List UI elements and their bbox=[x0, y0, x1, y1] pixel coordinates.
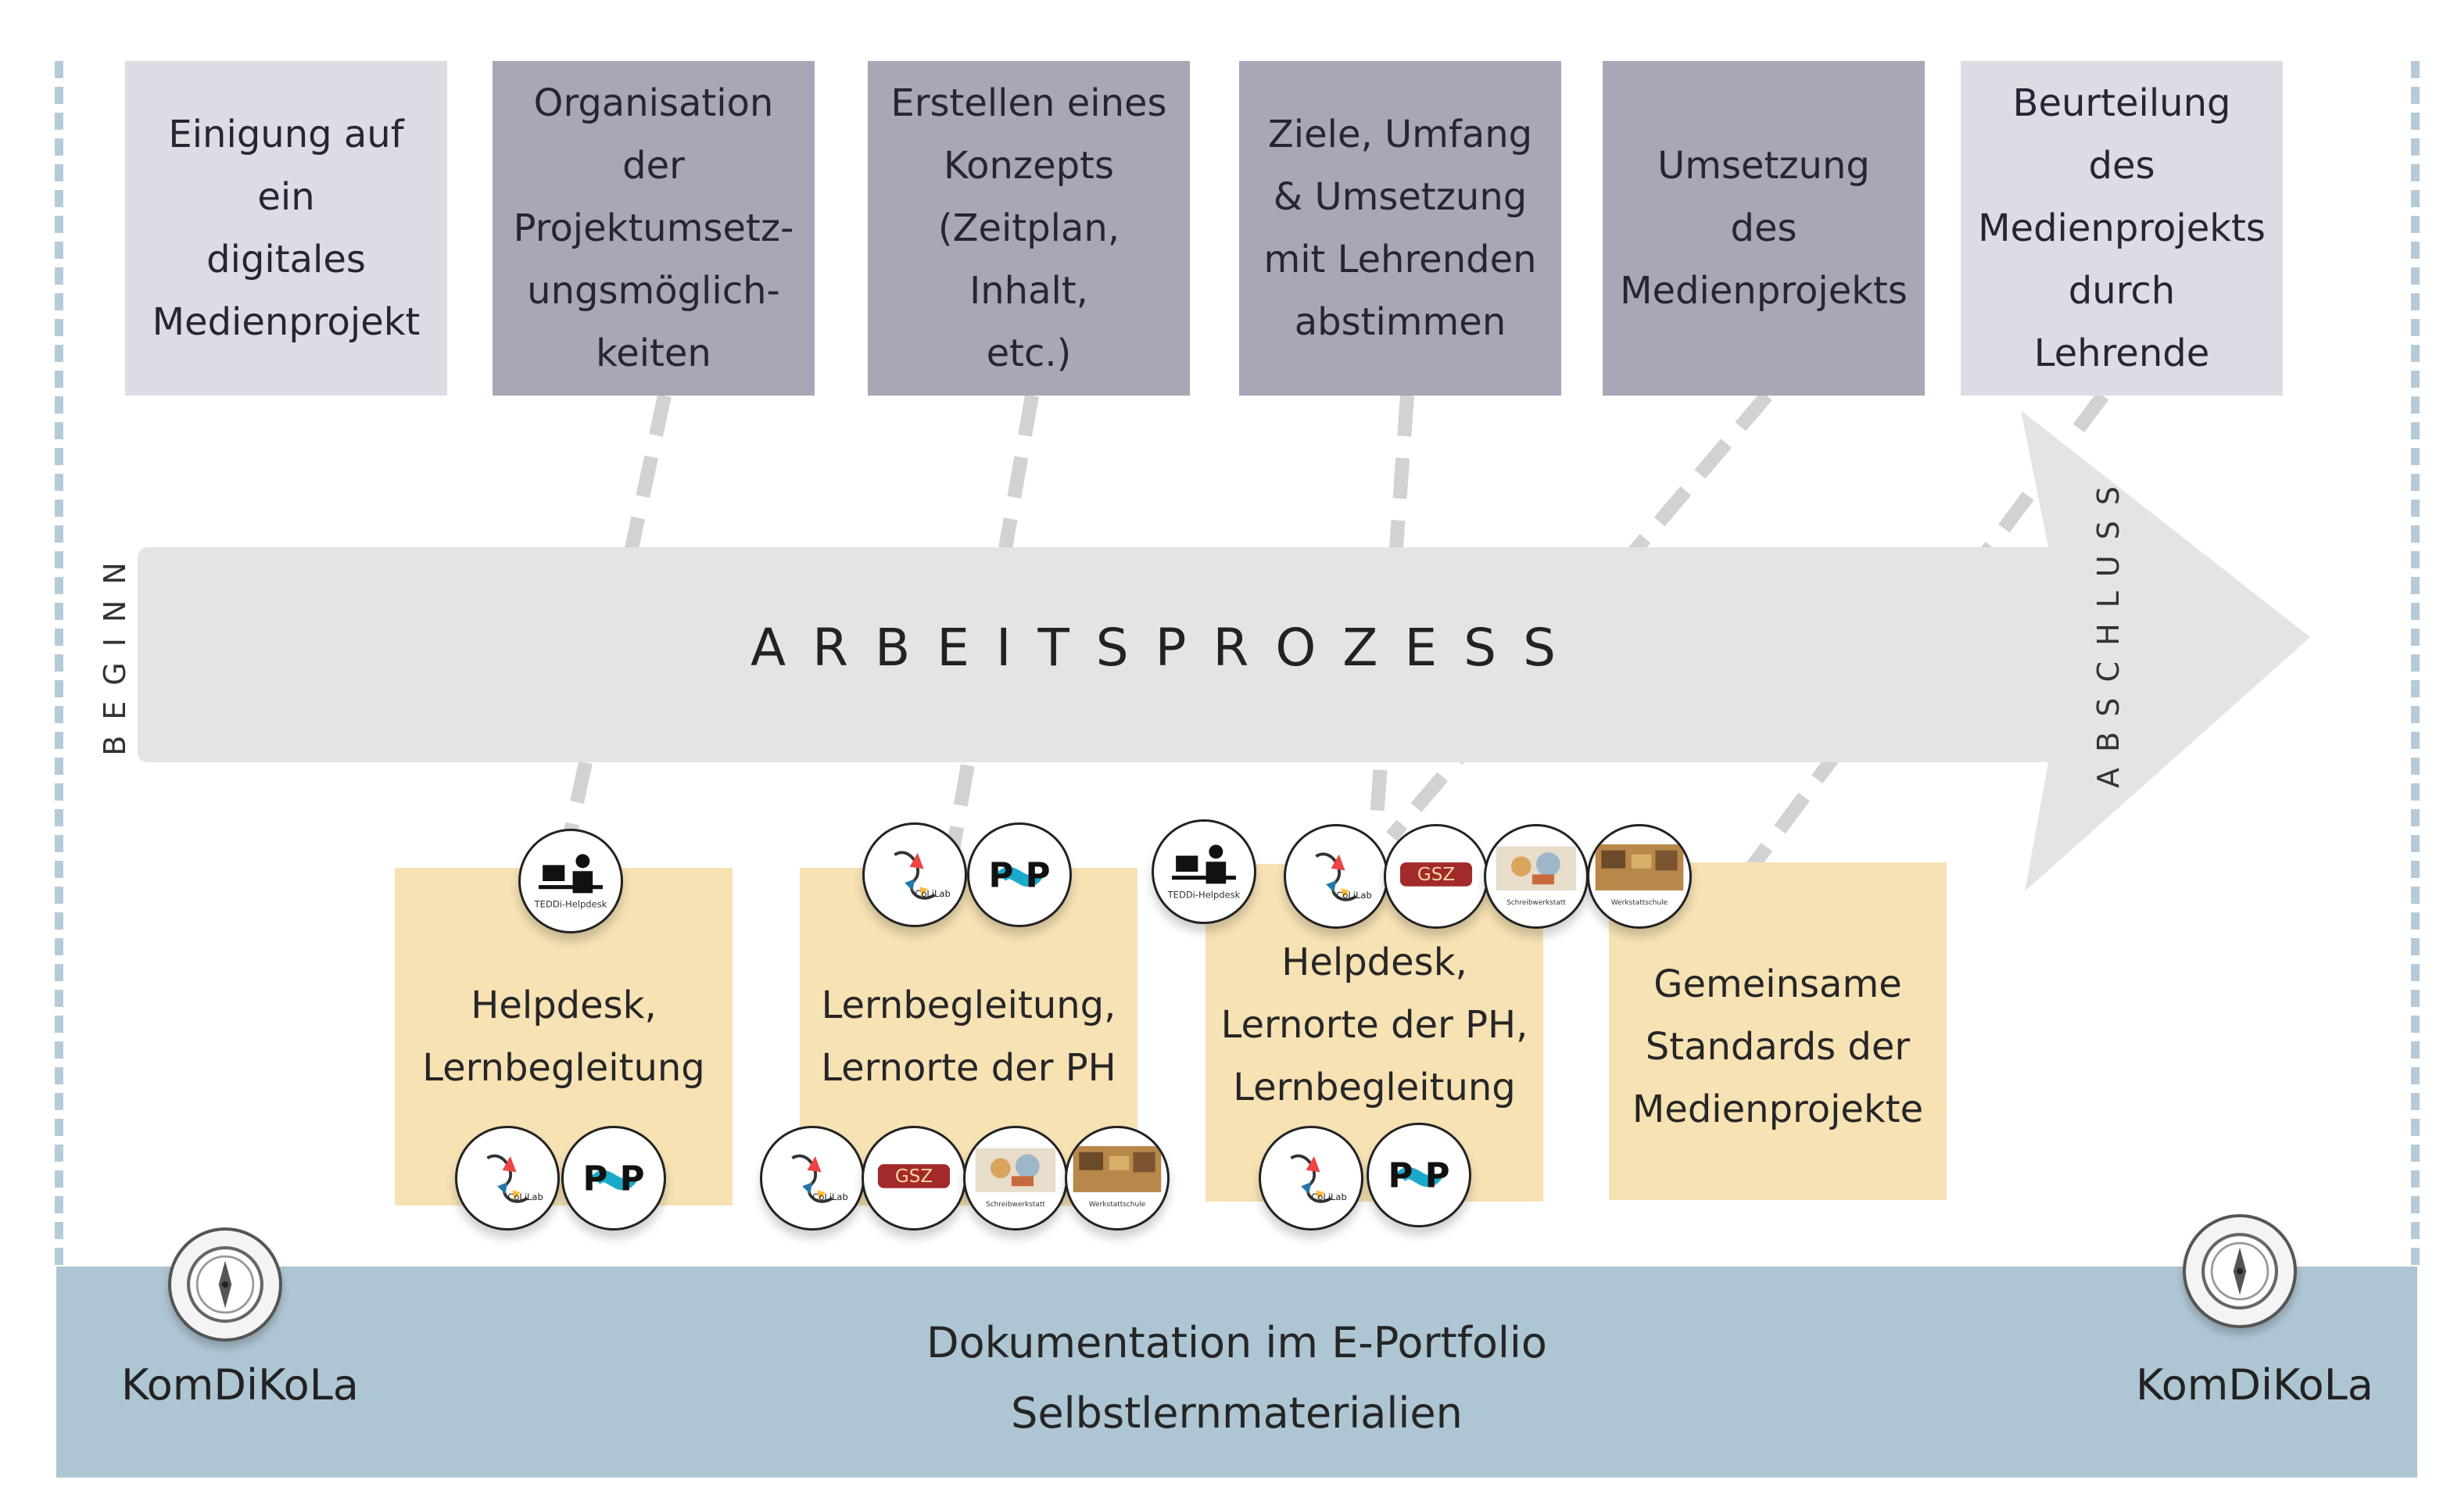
komdikola-right-label: KomDiKoLa bbox=[2136, 1360, 2373, 1410]
colilab-logo-icon: CoLiLab bbox=[862, 822, 967, 927]
process-step-1-label: Einigung auf ein digitales Medienprojekt bbox=[152, 113, 421, 344]
gsz-logo-text: GSZ bbox=[895, 1166, 933, 1187]
colilab-logo-text: CoLiLab bbox=[1336, 890, 1371, 901]
werkstatt-logo-text: Werkstattschule bbox=[1611, 899, 1668, 907]
colilab-logo-text: CoLiLab bbox=[915, 888, 950, 899]
process-step-2-label: Organisation der Projektumsetz- ungsmögl… bbox=[513, 81, 794, 375]
right-dashed-border bbox=[2411, 61, 2420, 1265]
colilab-logo-text: CoLiLab bbox=[507, 1191, 543, 1202]
arrow-end-label: ABSCHLUSS bbox=[2091, 471, 2126, 788]
support-box-4: Gemeinsame Standards der Medienprojekte bbox=[1609, 862, 1947, 1200]
arrow-title: ARBEITSPROZESS bbox=[751, 618, 1582, 678]
helpdesk-logo-text: TEDDi-Helpdesk bbox=[1167, 889, 1241, 900]
support-box-3-label: Helpdesk, Lernorte der PH, Lernbegleitun… bbox=[1220, 941, 1528, 1109]
process-step-4: Ziele, Umfang & Umsetzung mit Lehrenden … bbox=[1239, 61, 1561, 396]
werkstatt-logo-text: Werkstattschule bbox=[1089, 1201, 1146, 1209]
pop-logo-icon: P P bbox=[561, 1126, 666, 1231]
process-step-2: Organisation der Projektumsetz- ungsmögl… bbox=[493, 61, 815, 396]
documentation-band: Dokumentation im E-Portfolio Selbstlernm… bbox=[56, 1267, 2417, 1478]
gsz-logo-icon: GSZ bbox=[862, 1126, 966, 1231]
werkstatt-logo-icon: Werkstattschule bbox=[1065, 1126, 1170, 1231]
schreibwerkstatt-logo-icon: Schreibwerkstatt bbox=[1484, 824, 1589, 929]
process-step-6: Beurteilung des Medienprojekts durch Leh… bbox=[1961, 61, 2283, 396]
connector-step3-support2 bbox=[943, 394, 1039, 869]
process-step-1: Einigung auf ein digitales Medienprojekt bbox=[125, 61, 447, 396]
colilab-logo-text: CoLiLab bbox=[1311, 1191, 1346, 1202]
compass-icon-right bbox=[2183, 1214, 2297, 1328]
documentation-text: Dokumentation im E-Portfolio bbox=[926, 1318, 1547, 1367]
helpdesk-logo-icon: TEDDi-Helpdesk bbox=[518, 829, 623, 933]
gsz-logo-icon: GSZ bbox=[1384, 824, 1489, 929]
pop-logo-icon: P P bbox=[967, 822, 1072, 927]
process-step-5-label: Umsetzung des Medienprojekts bbox=[1620, 144, 1908, 313]
komdikola-left-label: KomDiKoLa bbox=[121, 1360, 359, 1410]
werkstatt-logo-icon: Werkstattschule bbox=[1587, 824, 1692, 929]
colilab-logo-icon: CoLiLab bbox=[455, 1126, 560, 1231]
pop-logo-text: P P bbox=[989, 856, 1051, 895]
support-box-4-label: Gemeinsame Standards der Medienprojekte bbox=[1632, 962, 1924, 1131]
process-step-3-label: Erstellen eines Konzepts (Zeitplan, Inha… bbox=[890, 81, 1167, 375]
compass-icon-left bbox=[168, 1227, 282, 1342]
arrow-start-label: BEGINN bbox=[98, 546, 132, 756]
helpdesk-logo-icon: TEDDi-Helpdesk bbox=[1152, 819, 1256, 924]
selflearning-text: Selbstlernmaterialien bbox=[1011, 1388, 1463, 1438]
colilab-logo-icon: CoLiLab bbox=[1259, 1126, 1363, 1231]
colilab-logo-icon: CoLiLab bbox=[1284, 824, 1388, 929]
gsz-logo-text: GSZ bbox=[1417, 865, 1455, 885]
colilab-logo-icon: CoLiLab bbox=[760, 1126, 865, 1231]
process-step-6-label: Beurteilung des Medienprojekts durch Leh… bbox=[1978, 81, 2266, 375]
pop-logo-text: P P bbox=[583, 1159, 645, 1198]
helpdesk-logo-text: TEDDi-Helpdesk bbox=[534, 898, 607, 909]
process-step-3: Erstellen eines Konzepts (Zeitplan, Inha… bbox=[868, 61, 1190, 396]
schreibwerkstatt-logo-text: Schreibwerkstatt bbox=[1506, 899, 1566, 907]
pop-logo-text: P P bbox=[1388, 1156, 1450, 1195]
support-box-1-label: Helpdesk, Lernbegleitung bbox=[422, 984, 705, 1090]
pop-logo-icon: P P bbox=[1367, 1123, 1471, 1227]
colilab-logo-text: CoLiLab bbox=[812, 1191, 847, 1202]
schreibwerkstatt-logo-icon: Schreibwerkstatt bbox=[963, 1126, 1068, 1231]
schreibwerkstatt-logo-text: Schreibwerkstatt bbox=[986, 1201, 1045, 1209]
support-box-2-label: Lernbegleitung, Lernorte der PH bbox=[821, 984, 1116, 1090]
left-dashed-border bbox=[55, 61, 63, 1265]
connector-step2-support1 bbox=[556, 394, 672, 869]
support-box-3: Helpdesk, Lernorte der PH, Lernbegleitun… bbox=[1206, 864, 1543, 1202]
process-step-5: Umsetzung des Medienprojekts bbox=[1603, 61, 1925, 396]
process-step-4-label: Ziele, Umfang & Umsetzung mit Lehrenden … bbox=[1263, 113, 1537, 344]
